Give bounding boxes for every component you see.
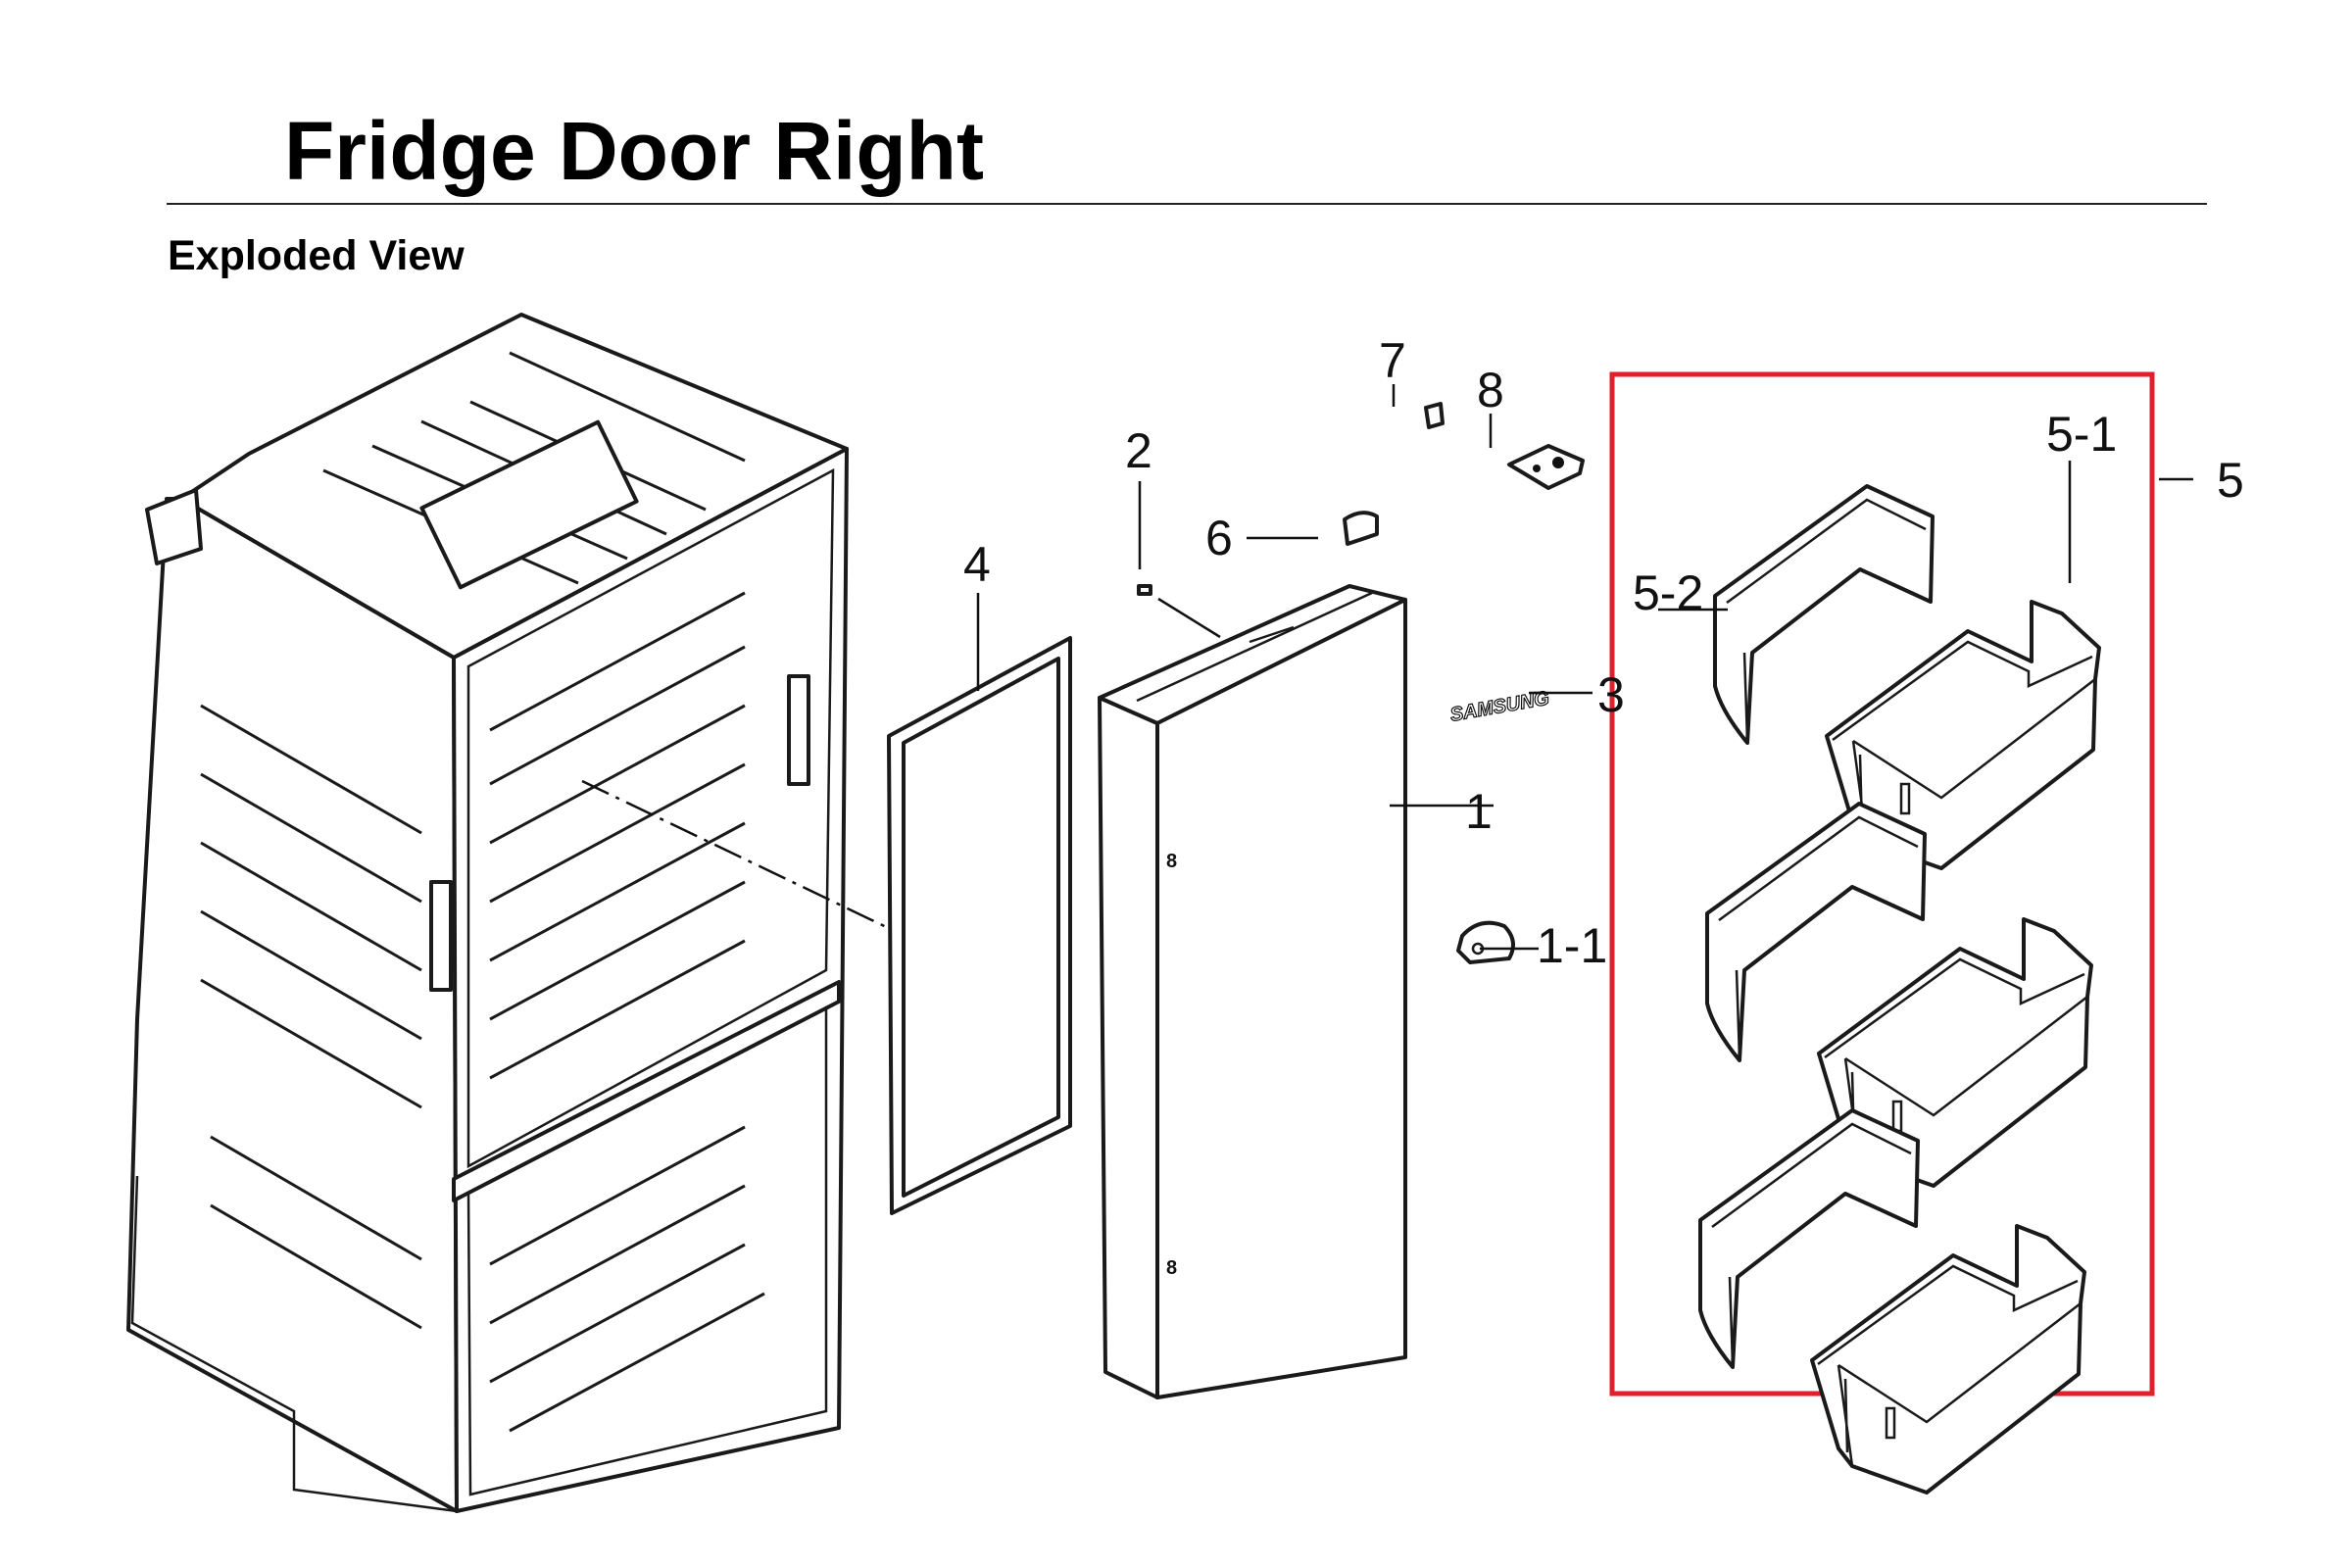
callout-3: 3 — [1597, 667, 1625, 722]
callout-5: 5 — [2217, 453, 2244, 508]
gasket-part[interactable] — [887, 636, 1072, 1215]
callout-1: 1 — [1465, 784, 1493, 839]
callout-8: 8 — [1477, 363, 1504, 417]
svg-text:8: 8 — [1166, 1257, 1177, 1279]
fridge-cabinet — [126, 313, 849, 1513]
title-divider — [167, 203, 2207, 205]
page-title: Fridge Door Right — [284, 105, 984, 197]
callout-6: 6 — [1205, 511, 1233, 565]
door-part[interactable]: 8 8 — [1098, 584, 1407, 1399]
callout-1-1: 1-1 — [1537, 918, 1607, 973]
section-subtitle: Exploded View — [168, 232, 465, 279]
callout-5-1: 5-1 — [2046, 407, 2117, 462]
svg-text:8: 8 — [1166, 851, 1177, 872]
stopper-part[interactable] — [1137, 584, 1152, 596]
hinge-cover-part[interactable] — [1343, 511, 1379, 546]
hinge-bracket-part[interactable] — [1507, 444, 1585, 490]
door-guard-set-3[interactable] — [1698, 1108, 2086, 1494]
callout-7: 7 — [1379, 333, 1406, 388]
door-guard-set-2[interactable] — [1705, 802, 2093, 1188]
hinge-cap-part[interactable] — [1456, 920, 1515, 964]
callout-4: 4 — [963, 537, 991, 592]
callout-5-2: 5-2 — [1633, 565, 1703, 620]
callout-2: 2 — [1125, 423, 1152, 478]
door-guard-set-1[interactable] — [1713, 484, 2101, 870]
cap-part[interactable] — [1424, 402, 1445, 429]
